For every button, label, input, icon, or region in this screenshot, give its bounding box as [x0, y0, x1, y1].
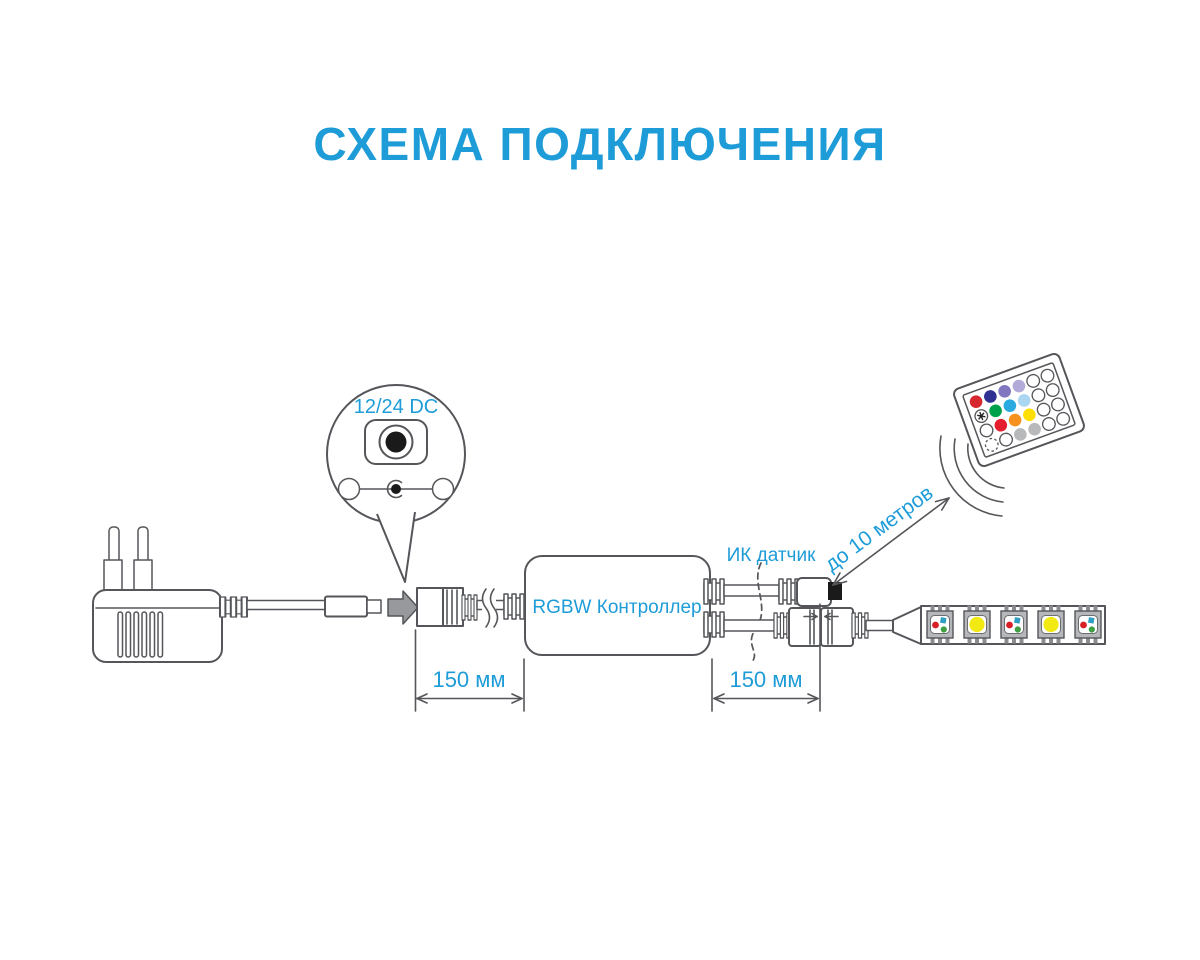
- ir-sensor-branch: ИК датчик: [703, 545, 842, 607]
- remote-button: [969, 395, 983, 408]
- connector-male: [788, 607, 822, 647]
- led-rgb: [926, 605, 954, 644]
- callout-bubble: 12/24 DC: [326, 384, 466, 583]
- page-title: СХЕМА ПОДКЛЮЧЕНИЯ: [313, 118, 886, 170]
- remote-button-grid: [969, 368, 1071, 452]
- adapter-vents: [117, 611, 164, 658]
- connector-neck: [773, 612, 791, 639]
- remote-button: [1017, 394, 1031, 407]
- remote-button: [1040, 368, 1055, 383]
- remote-button: [994, 418, 1008, 432]
- callout-tail: [376, 511, 416, 583]
- remote-button: [1036, 402, 1051, 417]
- remote-button: [1041, 417, 1056, 431]
- remote-button: [979, 423, 994, 438]
- remote-button: [999, 432, 1013, 447]
- remote-button: [984, 390, 997, 403]
- strip-connector-pair: [703, 607, 895, 647]
- remote-button: [1014, 428, 1027, 441]
- cable-break-mark: [489, 588, 499, 628]
- strip-lead-cable: [865, 619, 895, 632]
- polarity-symbol-icon: [337, 477, 455, 501]
- rgbw-controller: RGBW Контроллер: [524, 555, 711, 656]
- dc-plug-body: [324, 595, 368, 618]
- adapter-cable: [246, 599, 326, 611]
- cable-break-mark: [481, 588, 491, 628]
- cable-break-gap: [482, 597, 496, 613]
- dimension-right-label: 150 мм: [729, 667, 802, 692]
- led-modules: [926, 605, 1102, 644]
- remote-button: [1056, 411, 1071, 426]
- strip-cable: [723, 619, 776, 632]
- star-icon: [978, 412, 985, 420]
- remote-button: [1026, 373, 1041, 388]
- led-white: [1037, 605, 1065, 644]
- strain-relief: [218, 595, 249, 619]
- led-white: [963, 605, 991, 644]
- remote-button: [1008, 413, 1022, 427]
- mate-arrows-icon: [803, 612, 839, 621]
- sensor-cable: [723, 584, 781, 597]
- ir-sensor-body: [796, 577, 832, 607]
- dc-spec-label: 12/24 DC: [354, 396, 439, 418]
- controller-label: RGBW Контроллер: [532, 597, 701, 618]
- ir-sensor-label: ИК датчик: [727, 545, 816, 566]
- remote-button: [1003, 399, 1017, 412]
- dimension-left: 150 мм: [414, 629, 525, 712]
- remote-button: [998, 384, 1011, 398]
- dimension-left-label: 150 мм: [432, 667, 505, 692]
- remote-button: [1045, 383, 1060, 398]
- controller-inlet: [503, 593, 525, 620]
- led-strip: [892, 605, 1106, 645]
- insert-arrow-icon: [387, 590, 419, 625]
- plug-prong-base: [103, 559, 123, 593]
- remote-button: [1012, 379, 1026, 393]
- connector-female: [820, 607, 854, 647]
- remote-button: [1050, 397, 1065, 412]
- dc-jack-ridges: [442, 587, 464, 627]
- dc-jack-connector: [416, 587, 525, 628]
- cable-connector: [703, 578, 725, 605]
- dc-plug-tip: [366, 599, 382, 614]
- plug-prong-base: [133, 559, 153, 593]
- ir-sensor-window: [828, 582, 842, 600]
- led-rgb: [1000, 605, 1028, 644]
- dc-jack-pin: [385, 431, 407, 453]
- remote-button: [984, 437, 999, 452]
- cable-connector: [703, 611, 725, 638]
- dc-jack-body: [416, 587, 444, 627]
- ir-remote: [953, 353, 1085, 467]
- ir-waves-icon: [939, 435, 1005, 517]
- jack-neck: [461, 594, 478, 621]
- led-rgb: [1074, 605, 1102, 644]
- controller-box: [524, 555, 711, 656]
- remote-button: [989, 404, 1002, 418]
- dimension-right: 150 мм: [711, 603, 821, 712]
- power-adapter: [92, 526, 382, 663]
- remote-button: [1031, 388, 1046, 403]
- remote-button: [1028, 422, 1041, 436]
- remote-button: [1023, 408, 1036, 422]
